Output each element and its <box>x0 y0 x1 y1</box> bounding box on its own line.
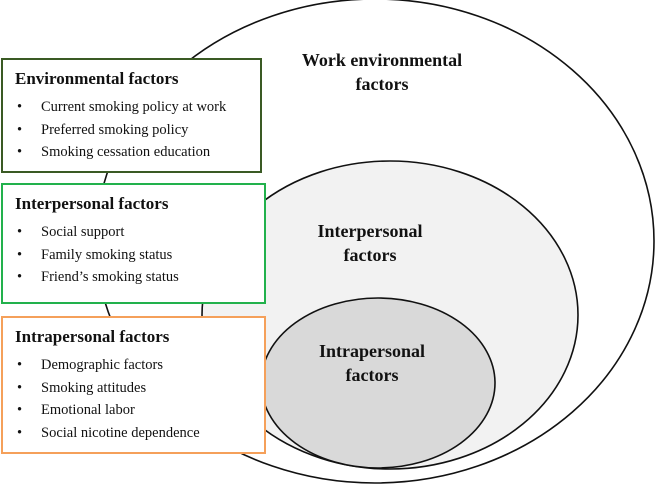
environmental-factors-list: •Current smoking policy at work •Preferr… <box>15 96 250 164</box>
intrapersonal-label: Intrapersonal factors <box>318 341 425 385</box>
list-item: •Smoking attitudes <box>17 379 147 396</box>
list-item: •Smoking cessation education <box>17 144 211 160</box>
list-item: •Friend’s smoking status <box>17 269 179 285</box>
environmental-factors-box: Environmental factors •Current smoking p… <box>1 58 262 173</box>
list-item: •Current smoking policy at work <box>17 99 227 115</box>
interpersonal-factors-box: Interpersonal factors •Social support •F… <box>1 183 266 304</box>
interpersonal-factors-title: Interpersonal factors <box>15 194 169 213</box>
list-item: •Emotional labor <box>17 402 135 418</box>
list-item: •Preferred smoking policy <box>17 121 189 138</box>
interpersonal-factors-list: •Social support •Family smoking status •… <box>15 221 254 289</box>
list-item: •Demographic factors <box>17 357 163 373</box>
intrapersonal-factors-list: •Demographic factors •Smoking attitudes … <box>15 354 254 444</box>
list-item: •Social nicotine dependence <box>17 424 200 441</box>
environmental-factors-title: Environmental factors <box>15 69 179 88</box>
interpersonal-label: Interpersonal factors <box>317 221 423 265</box>
intrapersonal-factors-box: Intrapersonal factors •Demographic facto… <box>1 316 266 454</box>
intrapersonal-factors-title: Intrapersonal factors <box>15 327 170 346</box>
list-item: •Social support <box>17 224 125 240</box>
work-environmental-label: Work environmental factors <box>301 50 463 94</box>
list-item: •Family smoking status <box>17 246 173 263</box>
